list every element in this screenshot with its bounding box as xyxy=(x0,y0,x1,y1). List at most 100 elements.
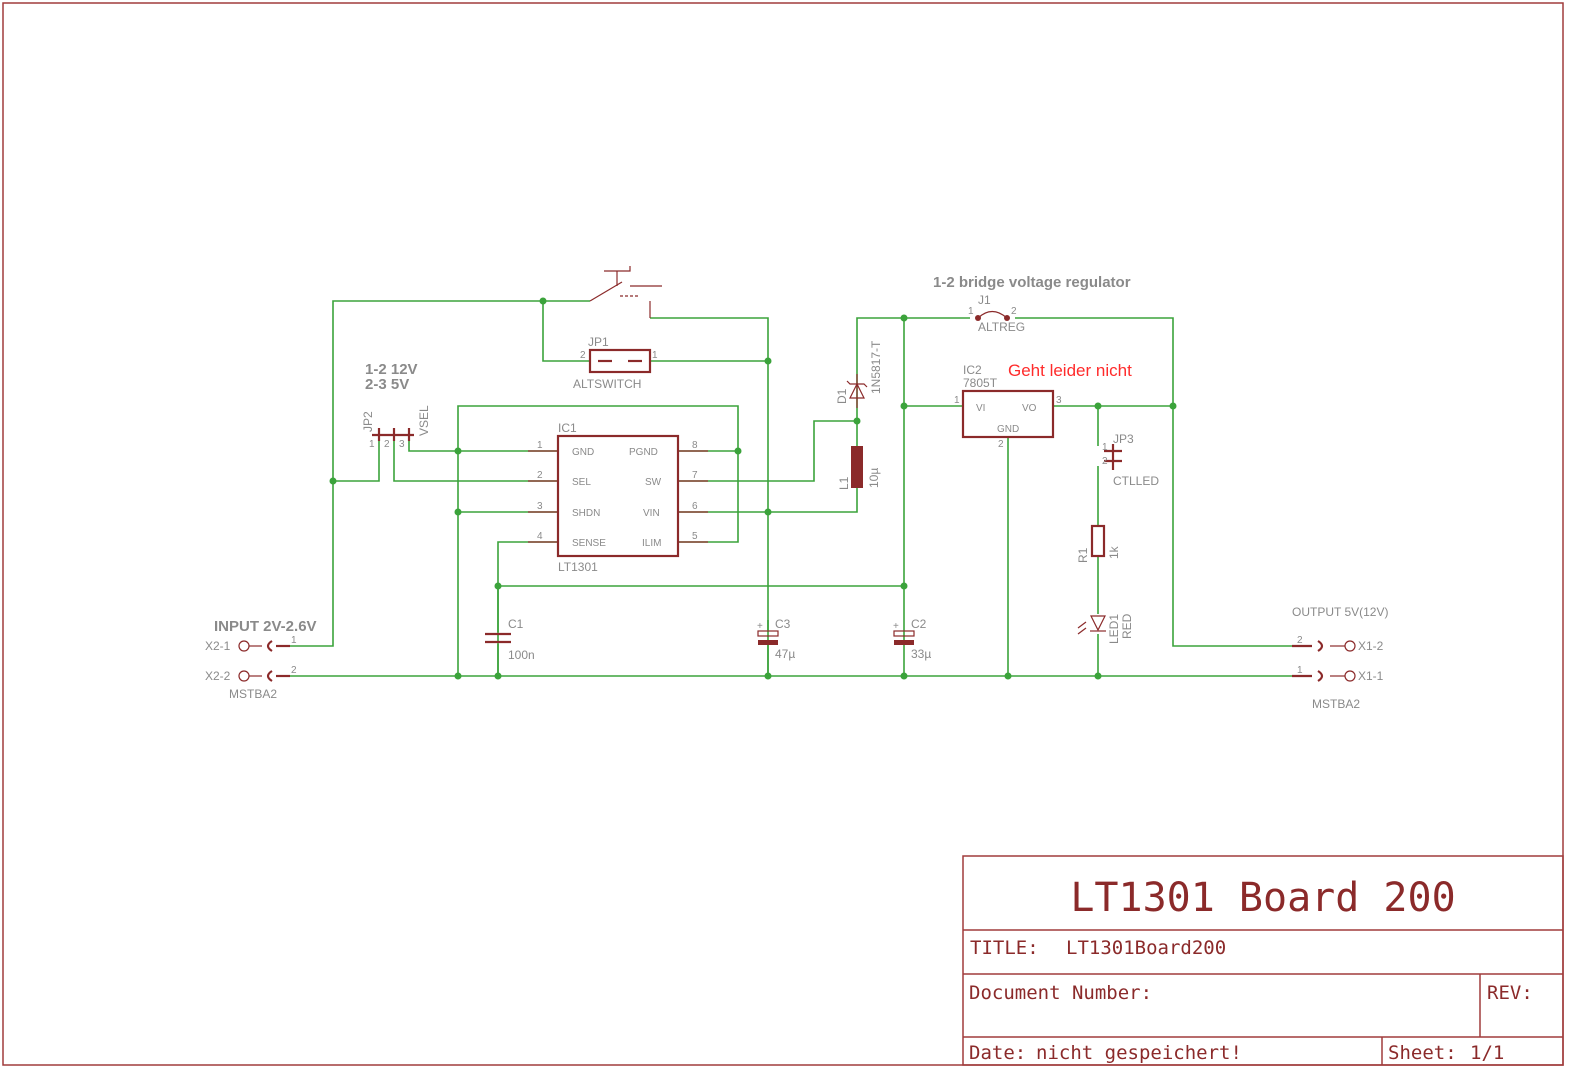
svg-text:8: 8 xyxy=(692,440,698,451)
svg-text:100n: 100n xyxy=(508,648,535,662)
date-value: nicht gespeichert! xyxy=(1036,1042,1242,1064)
svg-text:2: 2 xyxy=(291,665,297,676)
sheet-value: 1/1 xyxy=(1470,1042,1504,1064)
svg-text:1: 1 xyxy=(1297,665,1303,676)
svg-text:2: 2 xyxy=(537,470,543,481)
svg-text:SHDN: SHDN xyxy=(572,508,600,519)
svg-text:ILIM: ILIM xyxy=(642,538,661,549)
note-input: INPUT 2V-2.6V xyxy=(214,618,317,635)
svg-text:1: 1 xyxy=(537,440,543,451)
j1-solder-bridge: 1 2 J1 ALTREG xyxy=(968,293,1025,334)
note-ic2-status: Geht leider nicht xyxy=(1008,361,1132,380)
svg-text:J1: J1 xyxy=(978,293,991,307)
svg-text:MSTBA2: MSTBA2 xyxy=(229,687,277,701)
jp1-jumper: JP1 2 1 ALTSWITCH xyxy=(573,335,658,391)
document-number-label: Document Number: xyxy=(969,982,1152,1004)
note-bridge-regulator: 1-2 bridge voltage regulator xyxy=(933,274,1131,291)
svg-text:RED: RED xyxy=(1120,613,1134,639)
svg-text:LED1: LED1 xyxy=(1107,614,1121,644)
svg-text:MSTBA2: MSTBA2 xyxy=(1312,697,1360,711)
title-block: LT1301 Board 200 TITLE: LT1301Board200 D… xyxy=(962,855,1564,1066)
svg-text:PGND: PGND xyxy=(629,447,658,458)
svg-text:2: 2 xyxy=(384,439,390,450)
svg-text:1: 1 xyxy=(1102,442,1108,453)
push-switch-symbol xyxy=(589,266,662,318)
jp2-jumper: JP2 1 2 3 VSEL xyxy=(361,405,431,450)
svg-text:C2: C2 xyxy=(911,617,927,631)
svg-text:1: 1 xyxy=(954,395,960,406)
svg-text:C1: C1 xyxy=(508,617,524,631)
svg-text:VIN: VIN xyxy=(643,508,660,519)
svg-text:JP2: JP2 xyxy=(361,411,375,432)
svg-text:10µ: 10µ xyxy=(867,468,881,488)
svg-text:IC1: IC1 xyxy=(558,421,577,435)
title-label: TITLE: xyxy=(970,937,1039,959)
svg-text:ALTREG: ALTREG xyxy=(978,320,1025,334)
svg-text:1k: 1k xyxy=(1107,545,1121,559)
svg-text:VSEL: VSEL xyxy=(417,405,431,436)
svg-text:X2-1: X2-1 xyxy=(205,639,231,653)
svg-text:VO: VO xyxy=(1022,403,1037,414)
c2-electrolytic-capacitor: + C2 33µ xyxy=(893,617,931,661)
svg-text:VI: VI xyxy=(976,403,985,414)
jp3-jumper: JP3 1 2 CTLLED xyxy=(1102,432,1159,488)
wire-junctions xyxy=(329,297,1177,680)
ic2-7805t-regulator: IC2 7805T VI VO GND 1 3 2 xyxy=(954,363,1062,450)
svg-text:2: 2 xyxy=(580,350,586,361)
svg-text:SEL: SEL xyxy=(572,477,591,488)
svg-text:L1: L1 xyxy=(837,476,851,490)
svg-text:R1: R1 xyxy=(1076,547,1090,563)
svg-text:SW: SW xyxy=(645,477,662,488)
sheet-label: Sheet: xyxy=(1388,1042,1457,1064)
svg-text:7: 7 xyxy=(692,470,698,481)
l1-inductor: L1 10µ xyxy=(837,446,881,490)
svg-text:3: 3 xyxy=(399,439,405,450)
svg-text:CTLLED: CTLLED xyxy=(1113,474,1159,488)
svg-text:2: 2 xyxy=(1011,306,1017,317)
svg-text:JP3: JP3 xyxy=(1113,432,1134,446)
svg-text:SENSE: SENSE xyxy=(572,538,606,549)
svg-text:33µ: 33µ xyxy=(911,647,931,661)
svg-text:X1-2: X1-2 xyxy=(1358,639,1384,653)
rev-label: REV: xyxy=(1487,982,1533,1004)
svg-text:3: 3 xyxy=(1056,395,1062,406)
wires xyxy=(290,300,1292,677)
svg-text:1: 1 xyxy=(968,306,974,317)
svg-text:+: + xyxy=(757,621,763,632)
svg-text:4: 4 xyxy=(537,531,543,542)
svg-text:2: 2 xyxy=(1102,456,1108,467)
ic1-lt1301: IC1 LT1301 1 2 3 4 GND SEL SHDN SENSE 8 … xyxy=(528,421,708,574)
c1-capacitor: C1 100n xyxy=(485,617,535,662)
date-label: Date: xyxy=(969,1042,1026,1064)
r1-resistor: R1 1k xyxy=(1076,524,1121,563)
svg-text:6: 6 xyxy=(692,501,698,512)
svg-text:3: 3 xyxy=(537,501,543,512)
svg-text:2: 2 xyxy=(1297,635,1303,646)
x2-input-connector: X2-1 X2-2 1 2 MSTBA2 xyxy=(205,635,297,701)
c3-electrolytic-capacitor: + C3 47µ xyxy=(757,617,795,676)
led1-red: LED1 RED xyxy=(1077,613,1134,644)
svg-text:7805T: 7805T xyxy=(963,376,998,390)
note-jp2-5v: 2-3 5V xyxy=(365,376,409,393)
title-value: LT1301Board200 xyxy=(1066,937,1226,959)
svg-text:X2-2: X2-2 xyxy=(205,669,231,683)
svg-text:1: 1 xyxy=(652,350,658,361)
note-output: OUTPUT 5V(12V) xyxy=(1292,605,1388,619)
svg-text:JP1: JP1 xyxy=(588,335,609,349)
svg-text:1: 1 xyxy=(291,635,297,646)
svg-text:+: + xyxy=(893,621,899,632)
svg-text:X1-1: X1-1 xyxy=(1358,669,1384,683)
svg-text:D1: D1 xyxy=(835,388,849,404)
svg-text:47µ: 47µ xyxy=(775,647,795,661)
svg-text:1N5817-T: 1N5817-T xyxy=(869,340,883,394)
svg-text:ALTSWITCH: ALTSWITCH xyxy=(573,377,641,391)
svg-text:1: 1 xyxy=(369,439,375,450)
title-block-big-title: LT1301 Board 200 xyxy=(1070,875,1455,921)
svg-text:C3: C3 xyxy=(775,617,791,631)
svg-text:LT1301: LT1301 xyxy=(558,560,598,574)
svg-text:GND: GND xyxy=(997,424,1019,435)
svg-text:IC2: IC2 xyxy=(963,363,982,377)
d1-schottky-diode: D1 1N5817-T xyxy=(835,340,883,408)
